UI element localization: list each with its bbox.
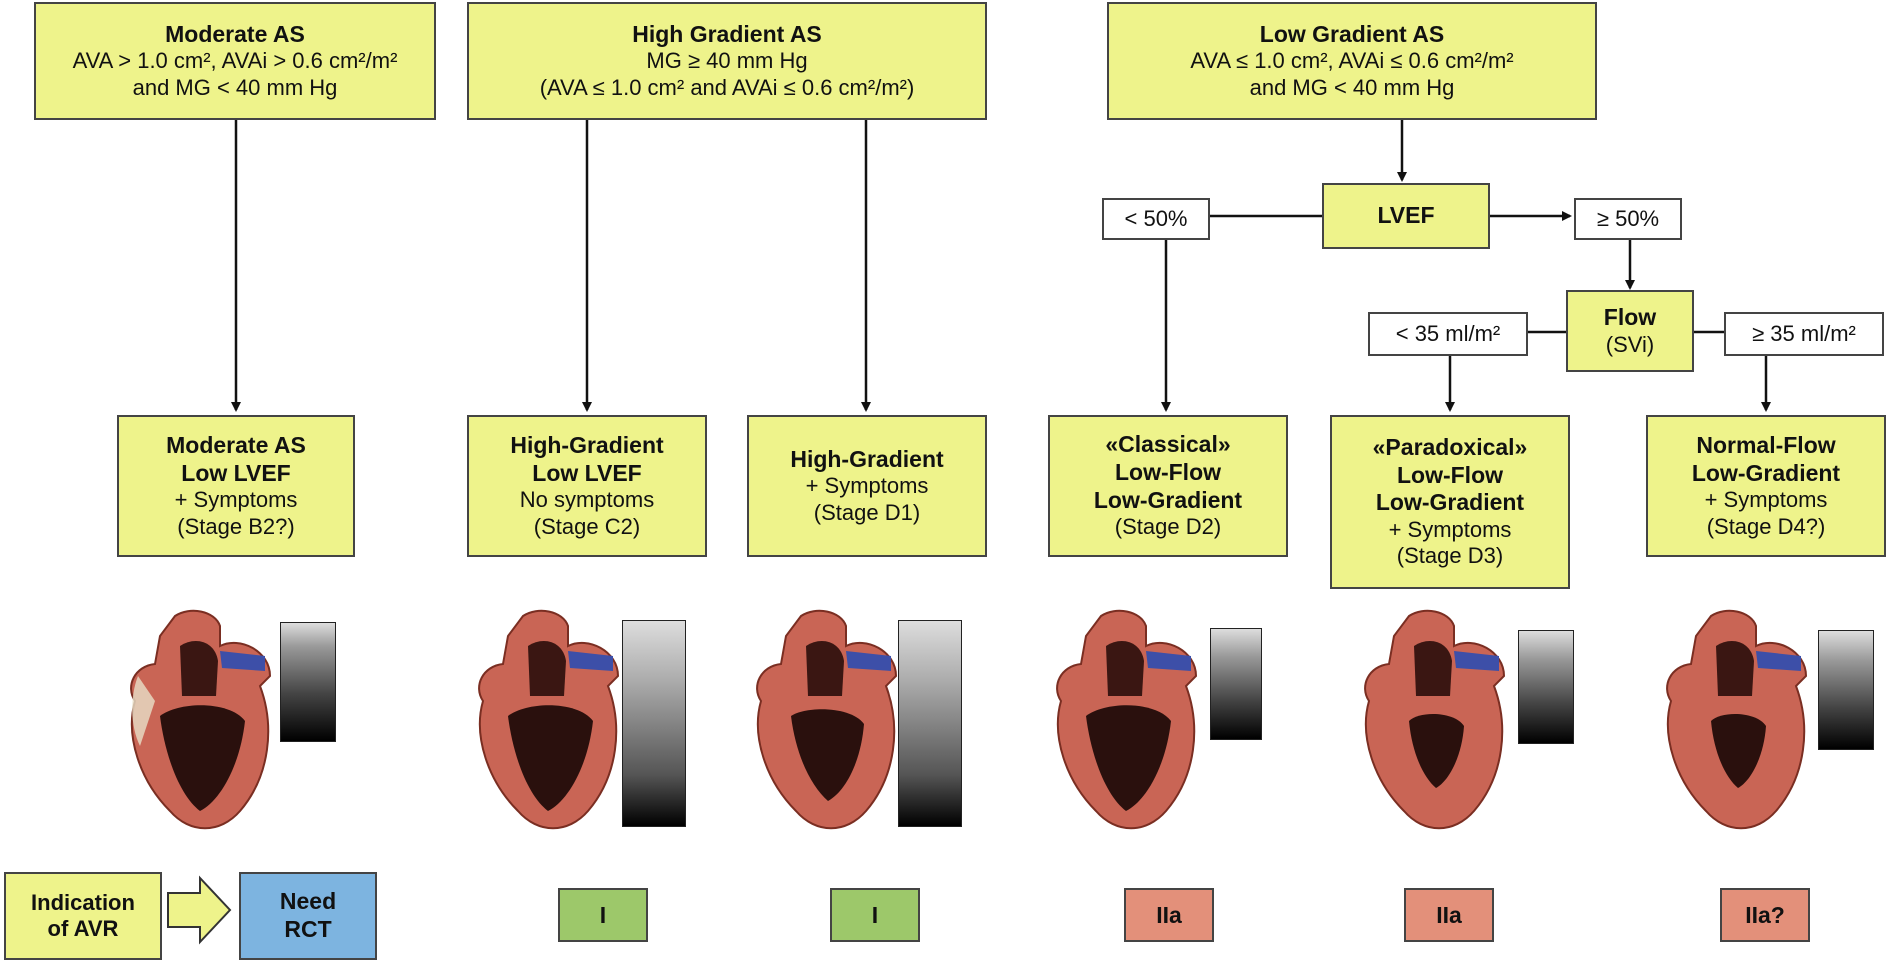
low-gradient-as-criteria-1: AVA ≤ 1.0 cm², AVAi ≤ 0.6 cm²/m² (1190, 48, 1514, 74)
stage-c2-line-1: High-Gradient (510, 432, 664, 459)
stage-d4-line-1: Normal-Flow (1696, 432, 1836, 459)
stage-d3-line-2b: Low-Gradient (1375, 489, 1525, 516)
class-badge-stage-c2: I (558, 888, 648, 942)
doppler-image-3 (898, 620, 962, 827)
stage-d1-line-4: (Stage D1) (813, 499, 921, 525)
moderate-as-criteria-1: AVA > 1.0 cm², AVAi > 0.6 cm²/m² (72, 48, 398, 74)
stage-d2-box: «Classical» Low-Flow Low-Gradient (Stage… (1048, 415, 1288, 557)
stage-d3-line-4: (Stage D3) (1396, 543, 1504, 569)
stage-d4-box: Normal-Flow Low-Gradient + Symptoms (Sta… (1646, 415, 1886, 557)
stage-d4-line-2: Low-Gradient (1691, 459, 1841, 486)
heart-illustration-icon (1364, 609, 1506, 830)
stage-d2-line-1: «Classical» (1105, 431, 1231, 458)
stage-d4-line-4: (Stage D4?) (1706, 513, 1826, 539)
flow-low-box: < 35 ml/m² (1368, 312, 1528, 356)
stage-b2-line-4: (Stage B2?) (177, 513, 295, 539)
high-gradient-as-criteria-2: (AVA ≤ 1.0 cm² and AVAi ≤ 0.6 cm²/m²) (539, 74, 915, 100)
indication-of-avr-label: Indication of AVR (31, 889, 135, 941)
high-gradient-as-criteria-1: MG ≥ 40 mm Hg (646, 48, 808, 74)
class-badge-stage-d1: I (830, 888, 920, 942)
flow-box: Flow (SVi) (1566, 290, 1694, 372)
stage-d3-box: «Paradoxical» Low-Flow Low-Gradient + Sy… (1330, 415, 1570, 589)
flow-sub: (SVi) (1605, 331, 1655, 357)
lvef-box: LVEF (1322, 183, 1490, 249)
stage-d1-box: High-Gradient + Symptoms (Stage D1) (747, 415, 987, 557)
legend-arrow-icon (167, 875, 232, 945)
stage-b2-line-2: Low LVEF (181, 459, 291, 486)
stage-d3-line-2: Low-Flow (1396, 461, 1504, 488)
heart-illustration-icon (1056, 609, 1198, 830)
doppler-image-6 (1818, 630, 1874, 750)
stage-d2-line-2: Low-Flow (1114, 459, 1222, 485)
stage-d3-line-1: «Paradoxical» (1372, 434, 1528, 461)
moderate-as-box: Moderate AS AVA > 1.0 cm², AVAi > 0.6 cm… (34, 2, 436, 120)
doppler-image-5 (1518, 630, 1574, 744)
moderate-as-title: Moderate AS (165, 20, 305, 47)
stage-d2-line-2b: Low-Gradient (1093, 486, 1243, 513)
doppler-image-1 (280, 622, 336, 742)
doppler-image-4 (1210, 628, 1262, 740)
stage-c2-line-4: (Stage C2) (533, 513, 641, 539)
stage-c2-line-2: Low LVEF (532, 459, 642, 486)
heart-illustration-icon (1666, 609, 1808, 830)
low-gradient-as-title: Low Gradient AS (1259, 20, 1445, 47)
stage-c2-line-3: No symptoms (519, 487, 655, 513)
indication-of-avr-box: Indication of AVR (4, 872, 162, 960)
high-gradient-as-box: High Gradient AS MG ≥ 40 mm Hg (AVA ≤ 1.… (467, 2, 987, 120)
lvef-high-box: ≥ 50% (1574, 198, 1682, 240)
stage-d4-line-3: + Symptoms (1704, 487, 1828, 513)
flow-high-box: ≥ 35 ml/m² (1724, 312, 1884, 356)
stage-d1-line-1: High-Gradient (790, 445, 944, 472)
class-badge-stage-d2: IIa (1124, 888, 1214, 942)
heart-illustration-icon (478, 609, 620, 830)
stage-b2-line-1: Moderate AS (166, 432, 306, 459)
moderate-as-criteria-2: and MG < 40 mm Hg (132, 74, 338, 100)
low-gradient-as-box: Low Gradient AS AVA ≤ 1.0 cm², AVAi ≤ 0.… (1107, 2, 1597, 120)
need-rct-label: Need RCT (279, 888, 337, 942)
high-gradient-as-title: High Gradient AS (632, 20, 822, 47)
low-gradient-as-criteria-2: and MG < 40 mm Hg (1249, 74, 1455, 100)
lvef-low-box: < 50% (1102, 198, 1210, 240)
flow-title: Flow (1603, 304, 1657, 330)
heart-illustration-icon (130, 609, 272, 830)
class-badge-stage-d4: IIa? (1720, 888, 1810, 942)
stage-d1-line-3: + Symptoms (805, 473, 929, 499)
need-rct-box: Need RCT (239, 872, 377, 960)
stage-d3-line-3: + Symptoms (1388, 517, 1512, 542)
stage-b2-box: Moderate AS Low LVEF + Symptoms (Stage B… (117, 415, 355, 557)
heart-illustration-icon (756, 609, 898, 830)
doppler-image-2 (622, 620, 686, 827)
stage-d2-line-4: (Stage D2) (1114, 514, 1222, 540)
lvef-label: LVEF (1377, 202, 1435, 229)
stage-c2-box: High-Gradient Low LVEF No symptoms (Stag… (467, 415, 707, 557)
class-badge-stage-d3: IIa (1404, 888, 1494, 942)
stage-b2-line-3: + Symptoms (174, 487, 298, 513)
